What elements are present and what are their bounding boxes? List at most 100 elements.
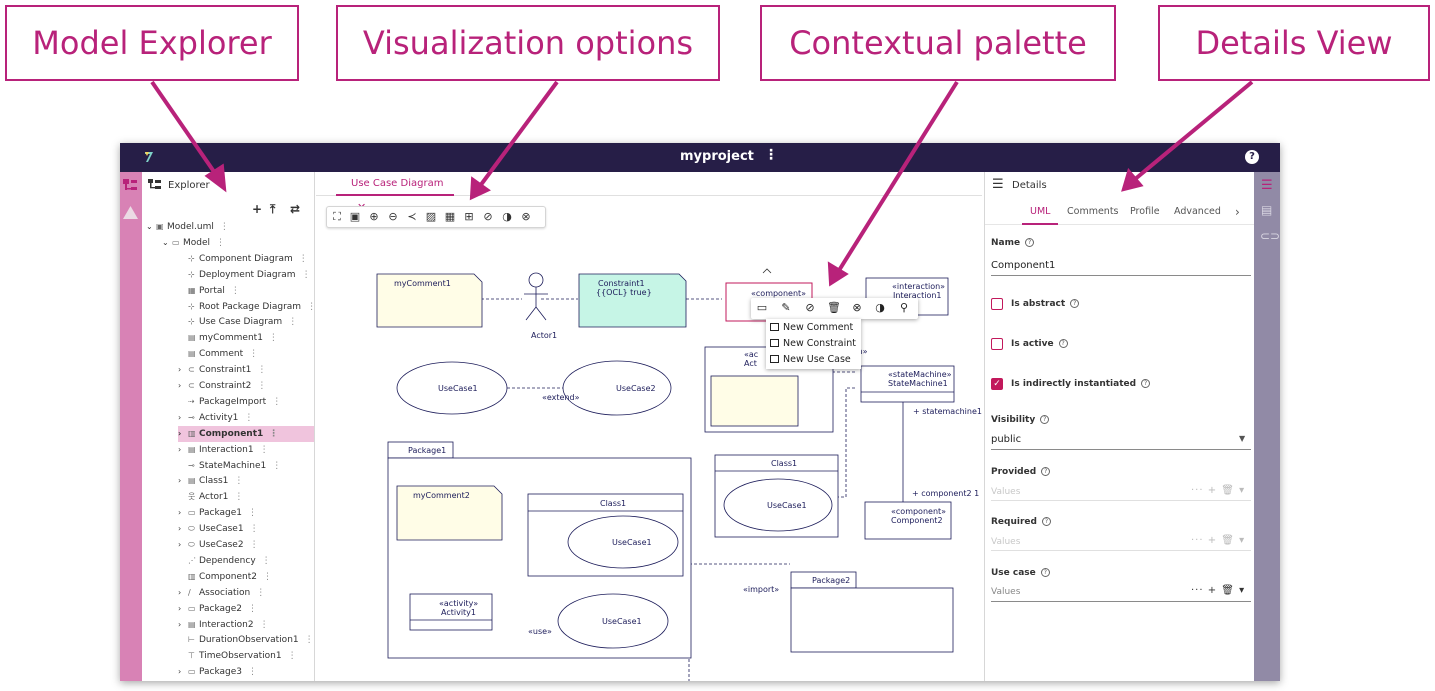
tree-item-menu-icon[interactable]: ⋮ (234, 492, 244, 503)
component2-node[interactable] (864, 501, 952, 540)
chevron-right-icon[interactable]: › (178, 428, 182, 438)
chevron-right-icon[interactable]: › (178, 412, 182, 422)
usecase1-node[interactable] (396, 361, 508, 415)
warning-icon[interactable] (123, 206, 138, 219)
is-abstract-checkbox[interactable] (991, 298, 1003, 310)
tree-item[interactable]: ⊹Component Diagram⋮ (178, 251, 310, 267)
tab-advanced[interactable]: Advanced (1174, 206, 1221, 217)
tree-item-menu-icon[interactable]: ⋮ (304, 635, 314, 646)
chevron-right-icon[interactable]: › (178, 444, 182, 454)
tree-item-menu-icon[interactable]: ⋮ (234, 476, 244, 487)
tree-item-menu-icon[interactable]: ⋮ (257, 365, 267, 376)
tab-comments[interactable]: Comments (1067, 206, 1119, 217)
tree-item[interactable]: ▦Portal⋮ (178, 283, 310, 299)
chevron-right-icon[interactable]: › (178, 476, 182, 486)
tree-item-menu-icon[interactable]: ⋮ (257, 381, 267, 391)
chevron-right-icon[interactable]: › (178, 667, 182, 677)
name-field[interactable]: Component1 (991, 260, 1056, 271)
tree-item-menu-icon[interactable]: ⋮ (262, 571, 272, 582)
actor-node[interactable] (524, 272, 548, 321)
tree-item[interactable]: ▥Component2⋮ (178, 569, 310, 585)
tree-item[interactable]: ›▥Component1⋮ (178, 425, 314, 442)
zoom-in-icon[interactable]: ⊕ (369, 210, 379, 223)
fit-selection-icon[interactable]: ▣ (349, 210, 361, 223)
chevron-down-icon[interactable]: ⌄ (146, 222, 153, 231)
tree-item-menu-icon[interactable]: ⋮ (259, 444, 269, 455)
comment-node-2[interactable] (396, 485, 503, 541)
tree-item-menu-icon[interactable]: ⋮ (298, 253, 308, 264)
tabs-scroll-icon[interactable]: › (1235, 205, 1240, 219)
tree-item-menu-icon[interactable]: ⋮ (268, 333, 278, 344)
contrast-icon[interactable]: ◑ (502, 210, 512, 223)
representations-icon[interactable]: ▤ (1261, 203, 1273, 217)
chevron-down-icon[interactable]: ⌄ (162, 237, 169, 247)
tree-item[interactable]: ›∕Association⋮ (178, 585, 310, 601)
details-menu-icon[interactable]: ☰ (992, 177, 1004, 192)
chevron-right-icon[interactable]: › (178, 508, 182, 518)
tree-item-menu-icon[interactable]: ⋮ (216, 237, 226, 248)
required-actions[interactable]: ··· + 🗑 ▾ (1191, 535, 1246, 546)
tree-item-menu-icon[interactable]: ⋮ (230, 285, 240, 296)
tab-profile[interactable]: Profile (1130, 206, 1160, 217)
tree-item[interactable]: ›⊸Activity1⋮ (178, 410, 310, 426)
add-model-button[interactable]: + (252, 202, 263, 216)
tree-item-menu-icon[interactable]: ⋮ (272, 460, 282, 471)
tree-item[interactable]: ›⬭UseCase2⋮ (178, 537, 310, 553)
tree-item[interactable]: ⊹Root Package Diagram⋮ (178, 299, 314, 315)
delete-icon[interactable]: 🗑 (827, 301, 841, 314)
chevron-right-icon[interactable]: › (178, 587, 182, 597)
tree-item-menu-icon[interactable]: ⋮ (249, 540, 259, 550)
tree-item-menu-icon[interactable]: ⋮ (307, 302, 314, 312)
share-icon[interactable]: ≺ (407, 210, 417, 223)
tree-item-menu-icon[interactable]: ⋮ (261, 555, 271, 566)
tab-uml[interactable]: UML (1022, 201, 1059, 225)
explorer-view-icon[interactable] (123, 179, 138, 192)
tree-item[interactable]: ⇢PackageImport⋮ (178, 394, 310, 410)
tree-item[interactable]: ⊤TimeObservation1⋮ (178, 648, 310, 664)
comment-node-1[interactable] (376, 273, 483, 328)
tree-item[interactable]: ›▤Class1⋮ (178, 473, 310, 489)
tree-item[interactable]: ›⊂Constraint2⋮ (178, 378, 310, 394)
provided-values[interactable]: Values (991, 487, 1021, 497)
tree-item-menu-icon[interactable]: ⋮ (219, 222, 229, 232)
tree-item-menu-icon[interactable]: ⋮ (301, 269, 311, 280)
usecase2-node[interactable] (562, 360, 672, 416)
pin-off-icon[interactable]: ⊗ (521, 210, 531, 223)
tree-item[interactable]: ⋰Dependency⋮ (178, 553, 310, 569)
details-view-icon[interactable]: ☰ (1261, 178, 1273, 193)
app-logo-icon[interactable] (142, 150, 156, 164)
use-case-values[interactable]: Values (991, 587, 1021, 597)
tree-item[interactable]: ›▭Package1⋮ (178, 505, 310, 521)
tree-item-menu-icon[interactable]: ⋮ (249, 524, 259, 535)
activity-partial-comment[interactable] (710, 375, 799, 427)
usecase1-class-node[interactable] (723, 478, 833, 532)
provided-actions[interactable]: ··· + 🗑 ▾ (1191, 485, 1246, 496)
zoom-out-icon[interactable]: ⊖ (388, 210, 398, 223)
grid-icon[interactable]: ▦ (444, 210, 456, 223)
tree-item[interactable]: ⊸StateMachine1⋮ (178, 458, 310, 474)
sync-selection-button[interactable]: ⇄ (290, 202, 301, 216)
package2-node[interactable] (790, 587, 954, 653)
tree-item-menu-icon[interactable]: ⋮ (287, 651, 297, 662)
is-active-checkbox[interactable] (991, 338, 1003, 350)
tree-item-menu-icon[interactable]: ⋮ (244, 412, 254, 423)
diagram-canvas[interactable]: myComment1 Actor1 Constraint1 {{OCL} tru… (316, 172, 982, 681)
edit-icon[interactable]: ✎ (781, 301, 791, 314)
component-statemachine-link[interactable] (831, 387, 857, 498)
visibility-dropdown-icon[interactable]: ▼ (1239, 434, 1246, 443)
tree-item[interactable]: ›⊂Constraint1⋮ (178, 362, 310, 378)
layout-icon[interactable]: ⊞ (464, 210, 474, 223)
chevron-right-icon[interactable]: › (178, 619, 182, 629)
tree-item-menu-icon[interactable]: ⋮ (249, 349, 259, 360)
tree-item-menu-icon[interactable]: ⋮ (256, 587, 266, 598)
tree-item-menu-icon[interactable]: ⋮ (269, 428, 279, 439)
tree-item[interactable]: ⊹Use Case Diagram⋮ (178, 314, 310, 330)
collapse-all-button[interactable]: ⤒ (270, 202, 276, 216)
tree-item[interactable]: ›▤Interaction2⋮ (178, 617, 310, 633)
help-icon[interactable]: ? (1245, 150, 1259, 164)
project-title[interactable]: myproject (680, 149, 754, 164)
project-menu-icon[interactable]: ⋮ (764, 147, 778, 163)
new-element-icon[interactable]: ▭ (756, 301, 768, 314)
is-indirectly-instantiated-checkbox[interactable]: ✓ (991, 378, 1003, 390)
